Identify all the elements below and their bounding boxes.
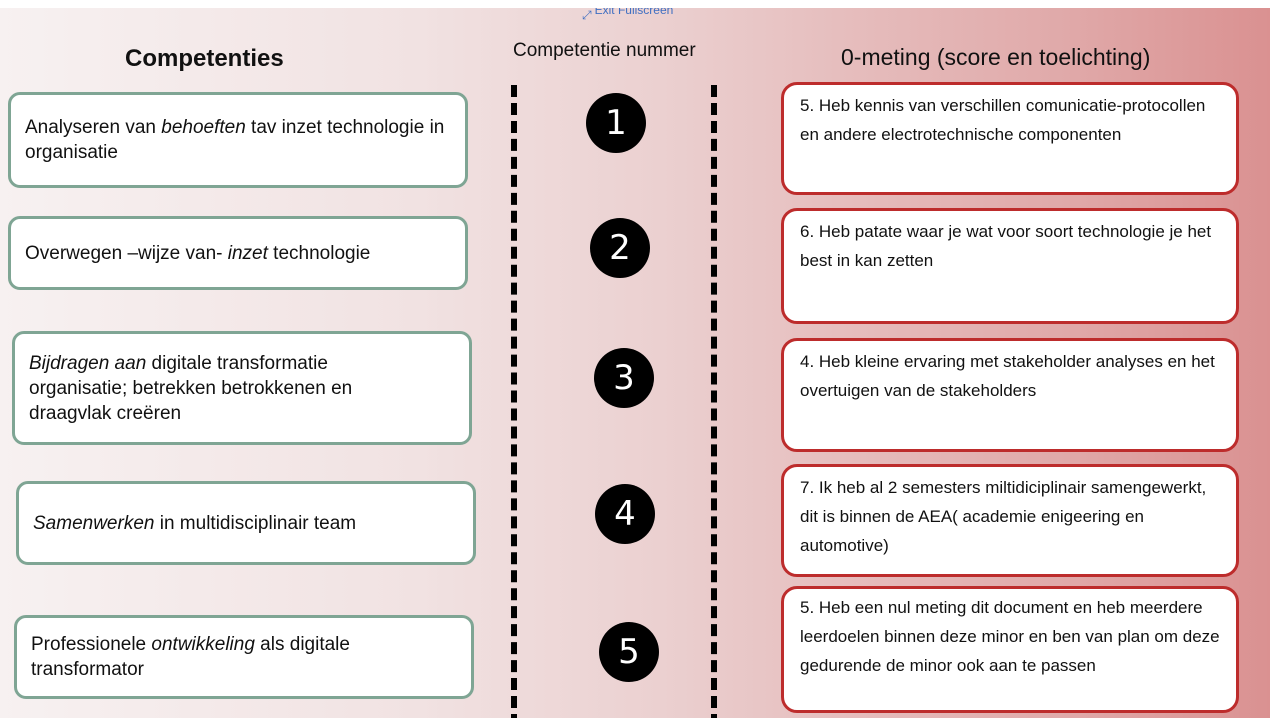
competencies-heading: Competenties xyxy=(125,45,284,72)
dashed-divider-right xyxy=(711,85,717,718)
competency-text-part: inzet xyxy=(227,242,268,264)
competency-box-4: Samenwerken in multidisciplinair team xyxy=(16,481,476,565)
competency-text-part: als digitale transformator xyxy=(31,634,350,680)
competency-number-2: 2 xyxy=(590,218,650,278)
competency-number-5: 5 xyxy=(599,622,659,682)
exit-fullscreen-label: Exit Fullscreen xyxy=(594,8,674,17)
baseline-measurement-heading: 0-meting (score en toelichting) xyxy=(841,44,1151,70)
competency-text-part: ontwikkeling xyxy=(151,634,255,655)
slide: ⤢ Exit Fullscreen Competenties Competent… xyxy=(0,8,1270,718)
competency-text-part: Professionele xyxy=(31,634,152,655)
bottom-bar xyxy=(0,718,1270,726)
competency-text-part: Overwegen –wijze van- xyxy=(25,242,228,264)
competency-box-2: Overwegen –wijze van- inzet technologie xyxy=(8,216,468,290)
measurement-box-3: 4. Heb kleine ervaring met stakeholder a… xyxy=(781,338,1239,452)
competency-text-part: technologie xyxy=(267,242,371,264)
competency-number-3: 3 xyxy=(594,348,654,408)
competency-text-part: Samenwerken xyxy=(33,512,155,534)
measurement-box-5: 5. Heb een nul meting dit document en he… xyxy=(781,586,1239,713)
competency-number-1: 1 xyxy=(586,93,646,153)
competency-text-part: digitale transformatie organisatie; betr… xyxy=(29,352,353,424)
measurement-box-4: 7. Ik heb al 2 semesters miltidiciplinai… xyxy=(781,464,1239,577)
competency-text-part: in multidisciplinair team xyxy=(154,512,357,534)
competency-number-4: 4 xyxy=(595,484,655,544)
competency-box-5: Professionele ontwikkeling als digitale … xyxy=(14,615,474,699)
exit-fullscreen-icon: ⤢ xyxy=(582,8,592,20)
competency-box-3: Bijdragen aan digitale transformatie org… xyxy=(12,331,472,445)
exit-fullscreen-button[interactable]: ⤢ Exit Fullscreen xyxy=(582,8,673,20)
competency-text-part: Analyseren van xyxy=(25,117,162,138)
competency-text-part: behoeften xyxy=(161,117,246,138)
competency-text-part: tav inzet technologie in organisatie xyxy=(25,117,445,163)
measurement-box-2: 6. Heb patate waar je wat voor soort tec… xyxy=(781,208,1239,324)
dashed-divider-left xyxy=(511,85,517,718)
measurement-box-1: 5. Heb kennis van verschillen comunicati… xyxy=(781,82,1239,195)
competency-number-heading: Competentie nummer xyxy=(513,40,696,61)
competency-text-part: Bijdragen aan xyxy=(29,352,147,374)
competency-box-1: Analyseren van behoeften tav inzet techn… xyxy=(8,92,468,188)
